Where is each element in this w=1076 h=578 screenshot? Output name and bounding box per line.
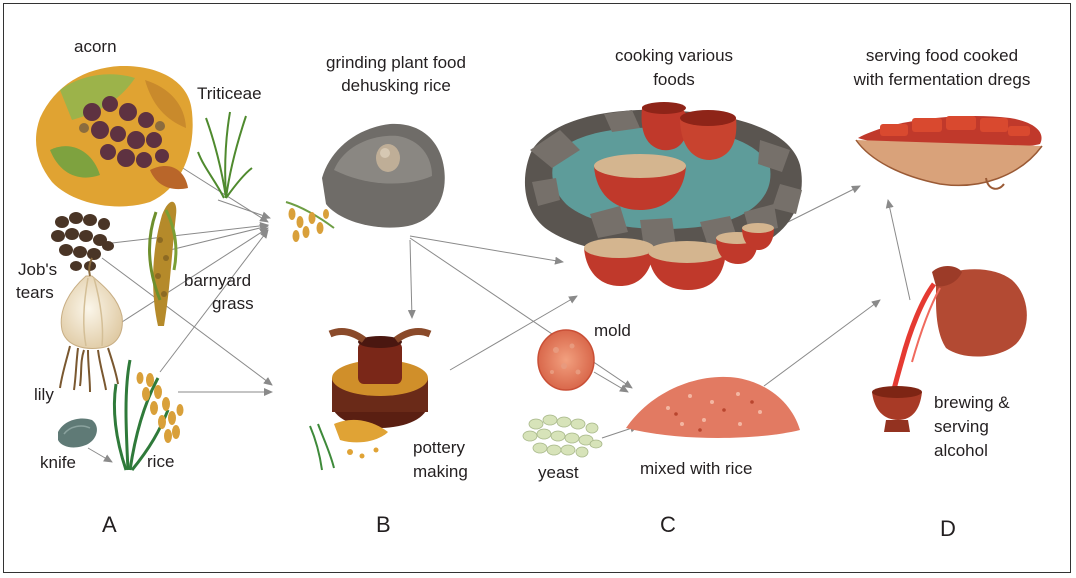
label-cooking-line2: foods [653, 70, 695, 89]
serving-basin-icon [855, 116, 1043, 190]
label-jobs-tears-line2: tears [16, 283, 54, 302]
label-brewing-line3: alcohol [934, 441, 988, 460]
label-yeast: yeast [538, 463, 579, 482]
label-triticeae: Triticeae [197, 84, 262, 103]
grain-sprig-icon [285, 201, 335, 242]
label-knife: knife [40, 453, 76, 472]
label-mold: mold [594, 321, 631, 340]
grinding-stone-icon [322, 123, 445, 228]
barnyard-grass-plant-icon [148, 201, 178, 326]
label-barnyard-line2: grass [212, 294, 254, 313]
triticeae-plant-icon [197, 111, 253, 199]
drinking-cup-icon [872, 386, 922, 432]
arrow-mold-to-mix [593, 371, 629, 393]
arrow-grinding-to-pottery [407, 239, 416, 319]
arrow-pottery-to-cooking [449, 295, 578, 371]
acorn-cluster-icon [36, 65, 193, 207]
label-serving-line1: serving food cooked [865, 46, 1019, 65]
label-barnyard-line1: barnyard [184, 271, 252, 290]
yeast-grains-icon [522, 414, 603, 458]
arrow-mix-to-brewing [763, 299, 881, 387]
arrow-barnyard-to-grinding [169, 224, 269, 251]
label-lily: lily [34, 385, 54, 404]
cooking-pots [584, 102, 774, 290]
jobs-tears-seeds-icon [51, 212, 114, 271]
potters-wheel-icon [309, 328, 432, 471]
arrow-brewing-to-serving [885, 199, 911, 301]
label-rice: rice [147, 452, 175, 471]
rice-plant-icon [113, 359, 184, 471]
arrow-lily-to-grinding [121, 227, 269, 323]
arrow-grinding-to-cooking [409, 235, 564, 265]
arrow-triticeae-to-grinding [217, 199, 271, 220]
arrow-knife-to-rice [87, 447, 113, 463]
label-brewing-line1: brewing & [934, 393, 1010, 412]
arrow-acorn-to-grinding [177, 164, 269, 223]
diagram-frame [3, 3, 1071, 573]
label-acorn: acorn [74, 37, 117, 56]
mold-culture-icon [537, 329, 595, 391]
label-mixed-with-rice: mixed with rice [640, 459, 753, 478]
stone-knife-icon [58, 418, 97, 448]
arrow-rice-to-grinding [159, 229, 269, 373]
label-cooking-line1: cooking various [614, 46, 734, 65]
panel-label-c: C [660, 512, 676, 537]
label-grinding-line1: grinding plant food [326, 53, 466, 72]
label-pottery-line2: making [413, 462, 468, 481]
label-grinding-line2: dehusking rice [341, 76, 451, 95]
arrow-jobs-tears-to-grinding [111, 221, 269, 244]
fermented-rice-pile-icon [626, 376, 800, 438]
panel-label-d: D [940, 516, 956, 541]
alcohol-jug-icon [889, 266, 1027, 399]
label-jobs-tears-line1: Job's [18, 260, 58, 279]
lily-bulb-icon [59, 257, 123, 393]
stone-hearth-icon [524, 102, 802, 290]
flow-arrows [87, 164, 911, 463]
arrow-grinding-to-mix [409, 237, 633, 389]
label-brewing-line2: serving [934, 417, 989, 436]
panel-label-b: B [376, 512, 391, 537]
arrow-jobs-tears-to-pottery [101, 257, 273, 386]
panel-label-a: A [102, 512, 117, 537]
label-serving-line2: with fermentation dregs [853, 70, 1031, 89]
label-pottery-line1: pottery [413, 438, 465, 457]
